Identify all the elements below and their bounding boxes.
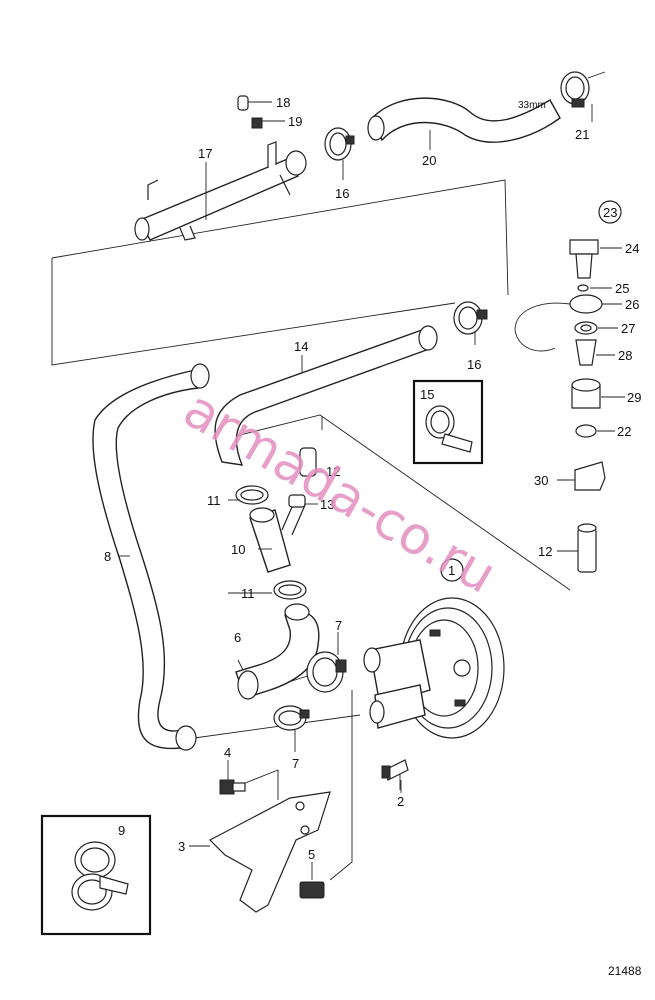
clamp-11-upper xyxy=(235,485,269,505)
clamp-7-upper xyxy=(306,651,347,693)
label-24: 24 xyxy=(625,241,639,256)
hose-8 xyxy=(92,363,210,751)
label-27: 27 xyxy=(621,321,635,336)
label-7-upper: 7 xyxy=(335,618,342,633)
label-15: 15 xyxy=(420,387,434,402)
parts-18-19 xyxy=(237,95,285,129)
label-9: 9 xyxy=(118,823,125,838)
label-5: 5 xyxy=(308,847,315,862)
pump-1 xyxy=(363,597,505,739)
clamp-13 xyxy=(288,494,306,508)
label-23: 23 xyxy=(603,205,617,220)
bolt-4 xyxy=(219,779,246,795)
hose-12-right xyxy=(577,523,597,573)
label-11-upper: 11 xyxy=(207,493,221,508)
clamp-16-lower xyxy=(453,301,488,335)
washer-27 xyxy=(574,321,598,335)
label-25: 25 xyxy=(615,281,629,296)
plug-24 xyxy=(569,239,599,279)
chain-26 xyxy=(514,294,603,352)
circle-23 xyxy=(598,200,622,224)
dimension-note: 33mm xyxy=(518,100,546,111)
figure-number: 21488 xyxy=(608,964,642,978)
label-13: 13 xyxy=(320,497,334,512)
label-10: 10 xyxy=(231,542,245,557)
leader-lines xyxy=(51,179,571,881)
label-28: 28 xyxy=(618,348,632,363)
clamp-11-lower xyxy=(273,580,307,600)
hose-6 xyxy=(235,603,320,700)
part-labels: 1 2 3 4 5 6 7 7 8 9 10 11 11 12 12 13 14… xyxy=(104,95,641,862)
label-16-lower: 16 xyxy=(467,357,481,372)
bracket-3 xyxy=(208,791,331,913)
label-19: 19 xyxy=(288,114,302,129)
hose-20: 33mm xyxy=(367,97,561,143)
label-22: 22 xyxy=(617,424,631,439)
label-12-right: 12 xyxy=(538,544,552,559)
label-20: 20 xyxy=(422,153,436,168)
circle-1 xyxy=(440,558,464,582)
label-4: 4 xyxy=(224,745,231,760)
bracket-30 xyxy=(574,461,606,491)
connector-10 xyxy=(249,499,306,573)
label-14: 14 xyxy=(294,339,308,354)
label-6: 6 xyxy=(234,630,241,645)
hose-12-short xyxy=(299,447,317,477)
label-12-upper: 12 xyxy=(326,464,340,479)
label-16-upper: 16 xyxy=(335,186,349,201)
label-1: 1 xyxy=(448,563,455,578)
pipe-17 xyxy=(134,141,307,241)
nut-29 xyxy=(571,378,601,409)
detail-box-9 xyxy=(40,814,152,936)
label-26: 26 xyxy=(625,297,639,312)
oring-25 xyxy=(577,284,589,292)
label-21: 21 xyxy=(575,127,589,142)
clamp-22 xyxy=(575,424,597,438)
label-17: 17 xyxy=(198,146,212,161)
label-18: 18 xyxy=(276,95,290,110)
clamp-7-lower xyxy=(273,705,310,731)
label-7-lower: 7 xyxy=(292,756,299,771)
clamp-16-upper xyxy=(324,127,355,161)
label-2: 2 xyxy=(397,794,404,809)
right-leaders xyxy=(118,104,625,880)
hose-14 xyxy=(214,325,438,466)
bolt-2 xyxy=(381,759,409,781)
label-30: 30 xyxy=(534,473,548,488)
label-29: 29 xyxy=(627,390,641,405)
label-8: 8 xyxy=(104,549,111,564)
detail-box-15 xyxy=(412,379,484,465)
nipple-28 xyxy=(575,339,597,366)
label-3: 3 xyxy=(178,839,185,854)
label-11-lower: 11 xyxy=(241,586,255,601)
clamp-21 xyxy=(560,71,606,108)
